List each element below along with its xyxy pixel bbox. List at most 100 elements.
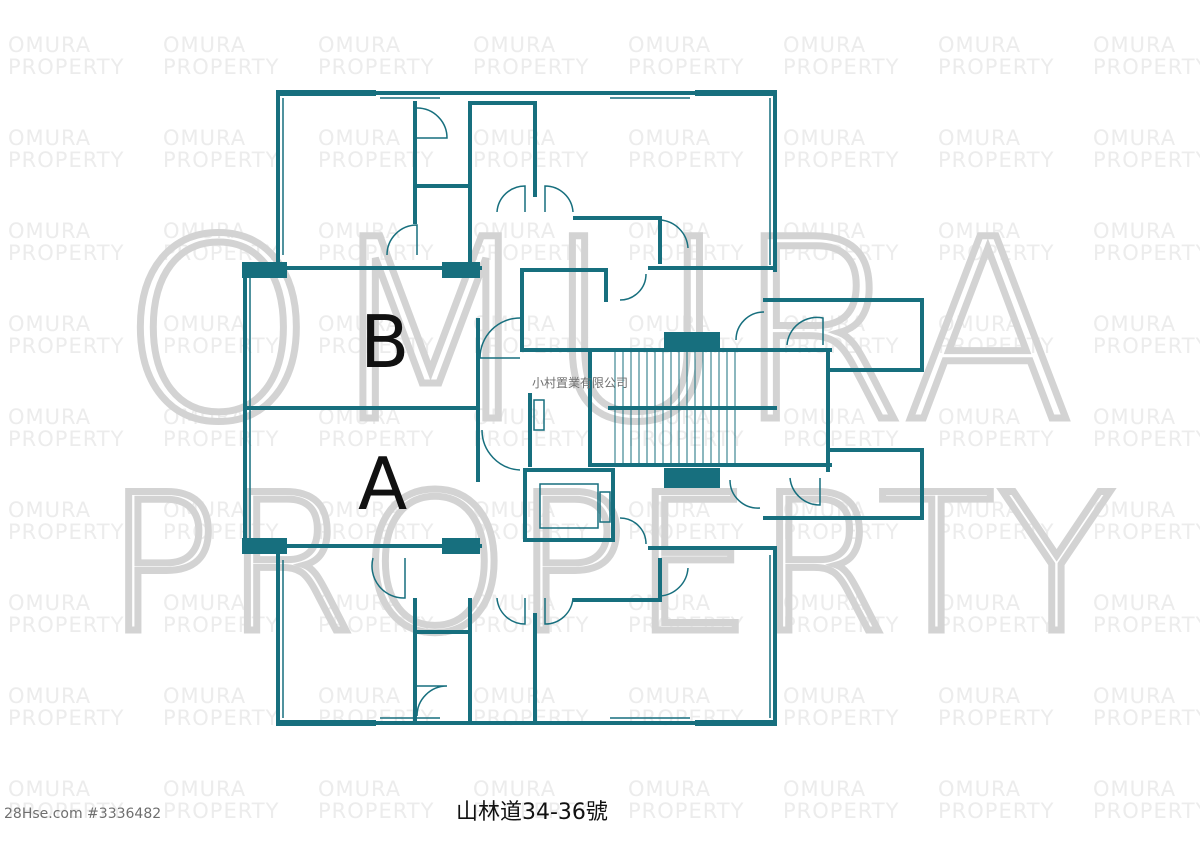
watermark-tile-line1: OMURA bbox=[8, 219, 92, 243]
door-swing bbox=[496, 185, 526, 213]
column bbox=[276, 720, 376, 726]
door-swing bbox=[735, 311, 765, 341]
watermark-tile-line1: OMURA bbox=[1093, 33, 1177, 57]
watermark-tile-line1: OMURA bbox=[938, 777, 1022, 801]
watermark-tile-line1: OMURA bbox=[163, 33, 247, 57]
watermark-tile-line1: OMURA bbox=[938, 312, 1022, 336]
watermark-tile-line1: OMURA bbox=[1093, 219, 1177, 243]
door-swing bbox=[371, 557, 406, 599]
watermark-tile-line1: OMURA bbox=[1093, 312, 1177, 336]
watermark-tile-line2: PROPERTY bbox=[8, 799, 125, 823]
watermark-tile-line1: OMURA bbox=[783, 405, 867, 429]
watermark-tile-line2: PROPERTY bbox=[1093, 55, 1200, 79]
watermark-tile-line1: OMURA bbox=[783, 591, 867, 615]
watermark-tile-line1: OMURA bbox=[628, 777, 712, 801]
watermark-tile-line1: OMURA bbox=[783, 684, 867, 708]
door-swing bbox=[416, 685, 448, 717]
column bbox=[242, 262, 287, 278]
watermark-tile-line2: PROPERTY bbox=[1093, 799, 1200, 823]
watermark-tile-line1: OMURA bbox=[473, 591, 557, 615]
watermark-tile-line2: PROPERTY bbox=[1093, 334, 1200, 358]
watermark-tile-line2: PROPERTY bbox=[318, 148, 435, 172]
cabinet bbox=[533, 399, 545, 431]
watermark-tile-line2: PROPERTY bbox=[473, 241, 590, 265]
watermark-tile-line2: PROPERTY bbox=[1093, 520, 1200, 544]
watermark-tile-line1: OMURA bbox=[163, 591, 247, 615]
watermark-tile-line2: PROPERTY bbox=[1093, 427, 1200, 451]
watermark-tile-line2: PROPERTY bbox=[783, 520, 900, 544]
door-swing bbox=[729, 479, 761, 509]
watermark-tile-line2: PROPERTY bbox=[938, 706, 1055, 730]
lift-inner bbox=[539, 483, 599, 529]
watermark-tile-line1: OMURA bbox=[628, 498, 712, 522]
watermark-tile-line1: OMURA bbox=[318, 684, 402, 708]
watermark-tile-line2: PROPERTY bbox=[783, 148, 900, 172]
watermark-tile-line2: PROPERTY bbox=[938, 613, 1055, 637]
watermark-tile-line1: OMURA bbox=[8, 777, 92, 801]
watermark-tile-line1: OMURA bbox=[473, 777, 557, 801]
watermark-tile-line1: OMURA bbox=[8, 684, 92, 708]
watermark-tile-line2: PROPERTY bbox=[938, 241, 1055, 265]
watermark-tile-line2: PROPERTY bbox=[473, 148, 590, 172]
watermark-tile-line1: OMURA bbox=[938, 33, 1022, 57]
watermark-tile-line1: OMURA bbox=[1093, 591, 1177, 615]
watermark-tile-line1: OMURA bbox=[938, 591, 1022, 615]
watermark-tile-line2: PROPERTY bbox=[783, 613, 900, 637]
door-swing bbox=[786, 316, 824, 346]
watermark-tile-line2: PROPERTY bbox=[1093, 148, 1200, 172]
watermark-tile-line2: PROPERTY bbox=[318, 613, 435, 637]
watermark-tile-line1: OMURA bbox=[318, 591, 402, 615]
column bbox=[695, 90, 777, 96]
watermark-tile-line2: PROPERTY bbox=[783, 241, 900, 265]
watermark-tile-line2: PROPERTY bbox=[1093, 706, 1200, 730]
column bbox=[442, 538, 480, 554]
door-swing bbox=[416, 107, 448, 139]
watermark-tile-line2: PROPERTY bbox=[783, 427, 900, 451]
watermark-tile-line1: OMURA bbox=[783, 498, 867, 522]
watermark-tile-line2: PROPERTY bbox=[628, 799, 745, 823]
watermark-tile-line1: OMURA bbox=[318, 405, 402, 429]
watermark-tile-line2: PROPERTY bbox=[8, 241, 125, 265]
watermark-tile-line1: OMURA bbox=[628, 591, 712, 615]
watermark-tile-line2: PROPERTY bbox=[473, 55, 590, 79]
watermark-tile-line2: PROPERTY bbox=[628, 520, 745, 544]
watermark-tile-line1: OMURA bbox=[318, 126, 402, 150]
watermark-tile-line2: PROPERTY bbox=[938, 520, 1055, 544]
door-swing bbox=[659, 219, 689, 249]
watermark-tile-line2: PROPERTY bbox=[628, 148, 745, 172]
watermark-tile-line1: OMURA bbox=[783, 219, 867, 243]
unit-a-label: A bbox=[358, 442, 408, 526]
watermark-tile-line2: PROPERTY bbox=[8, 520, 125, 544]
watermark-tile-line1: OMURA bbox=[938, 684, 1022, 708]
watermark-tile-line1: OMURA bbox=[628, 684, 712, 708]
door-swing bbox=[479, 317, 521, 359]
column bbox=[695, 720, 777, 726]
